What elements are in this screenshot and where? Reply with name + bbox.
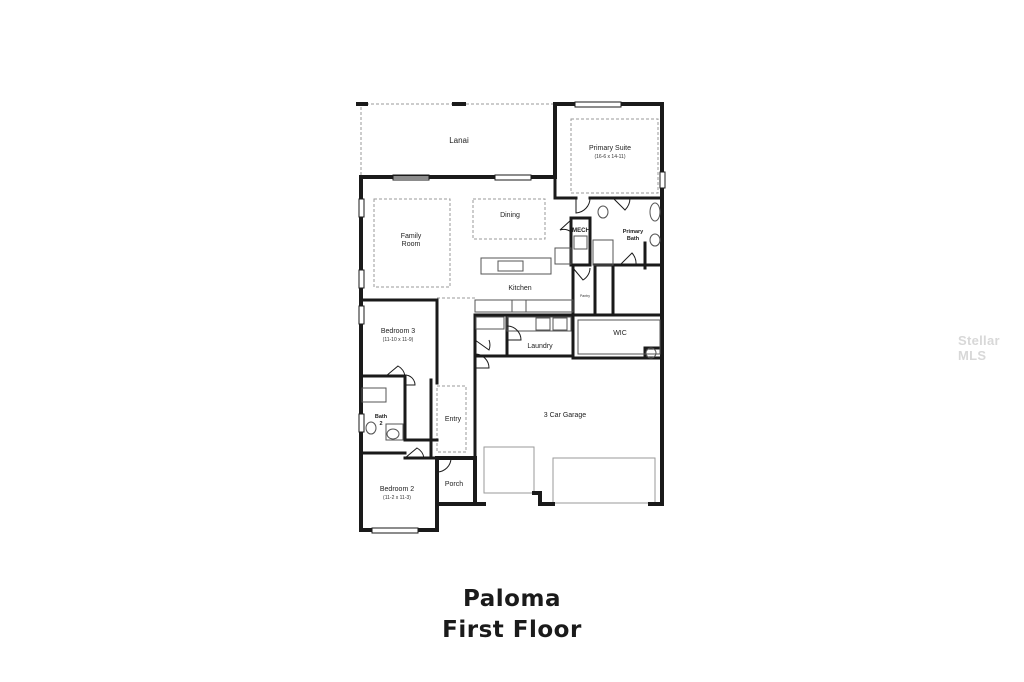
label-bedroom2: Bedroom 2 <box>380 486 414 493</box>
door-primary-suite <box>575 197 591 214</box>
window-bath2-west <box>358 413 365 433</box>
windows <box>358 101 666 534</box>
garage-door-double <box>552 457 656 504</box>
garage-utility-wall <box>643 346 664 360</box>
wic-wall <box>571 313 664 358</box>
range <box>511 299 527 313</box>
primary-toilet <box>597 205 609 219</box>
door-pantry <box>572 267 591 281</box>
plan-name: Paloma <box>463 586 561 612</box>
door-mech <box>559 219 572 233</box>
bedroom3-wall <box>359 298 439 385</box>
primary-tub <box>649 202 661 222</box>
kitchen-counter <box>474 299 574 313</box>
family-room-ceiling-outline <box>373 198 451 288</box>
hall-closet <box>475 316 505 330</box>
label-primary-bath-2: Bath <box>627 236 640 242</box>
label-laundry: Laundry <box>527 343 553 350</box>
kitchen-sink <box>497 260 524 272</box>
washer <box>535 317 551 331</box>
door-primary-bath <box>612 197 631 211</box>
window-dining-north <box>494 174 532 181</box>
window-primary-north <box>574 101 622 108</box>
bathtub <box>361 387 387 403</box>
door-swings <box>385 197 637 473</box>
window-primary-east <box>659 171 666 189</box>
room-labels: Lanai Primary Suite (16-6 x 14-11) Famil… <box>375 136 644 501</box>
door-entry <box>474 339 491 351</box>
garage-north-wall <box>473 354 664 360</box>
door-bedroom3 <box>385 365 406 377</box>
window-lanai-slider <box>392 175 430 179</box>
wic-inner-wall <box>593 263 615 317</box>
dryer <box>552 317 568 331</box>
label-porch: Porch <box>445 481 463 488</box>
primary-sink <box>649 233 661 247</box>
label-family-room-1: Family <box>401 233 422 240</box>
label-primary-suite-dims: (16-6 x 14-11) <box>594 154 625 160</box>
primary-shower <box>592 239 614 266</box>
watermark: Stellar MLS <box>958 333 1000 363</box>
entry-ceiling-outline <box>436 385 467 453</box>
door-primary-wic <box>619 252 637 266</box>
label-bath2-2: 2 <box>379 421 382 427</box>
garage-water-heater <box>645 347 657 359</box>
wic-shelves <box>577 319 661 355</box>
window-bed2-south <box>371 527 419 534</box>
label-entry: Entry <box>445 416 462 423</box>
label-dining: Dining <box>500 212 520 219</box>
door-bath2 <box>404 374 416 386</box>
label-bedroom3-dims: (11-10 x 11-9) <box>383 337 414 343</box>
label-bedroom3: Bedroom 3 <box>381 328 415 335</box>
window-bed3-west <box>358 305 365 325</box>
kitchen-island <box>480 257 552 275</box>
primary-suite-ceiling-outline <box>570 118 659 194</box>
label-bath2-1: Bath <box>375 414 388 420</box>
label-lanai: Lanai <box>449 136 469 145</box>
label-pantry: Pantry <box>580 294 590 298</box>
door-garage-entry <box>474 353 490 369</box>
bath2-wall <box>403 374 439 442</box>
fixtures <box>361 202 661 441</box>
label-primary-suite: Primary Suite <box>589 145 631 152</box>
toilet-bath2 <box>365 421 377 435</box>
label-mech: MECH <box>572 228 590 234</box>
exterior-wall-west <box>359 175 477 532</box>
sink-bath2 <box>386 428 400 440</box>
dining-ceiling-outline <box>472 198 546 240</box>
refrigerator <box>554 247 572 265</box>
door-bedroom2 <box>404 447 425 459</box>
door-laundry <box>506 325 522 341</box>
label-bedroom2-dims: (11-2 x 11-3) <box>383 495 411 501</box>
garage-front-pier-left <box>532 491 555 506</box>
bath2-vanity <box>385 423 404 441</box>
garage-doors <box>483 446 656 504</box>
water-heater <box>573 235 588 250</box>
window-family-west-1 <box>358 198 365 218</box>
door-front <box>436 457 452 473</box>
exterior-wall-garage <box>473 456 486 506</box>
label-kitchen: Kitchen <box>508 285 531 292</box>
plan-floor: First Floor <box>442 617 582 643</box>
window-family-west-2 <box>358 269 365 289</box>
primary-suite-south-wall <box>553 175 578 200</box>
garage-door-single <box>483 446 535 494</box>
label-family-room-2: Room <box>402 241 421 248</box>
label-garage: 3 Car Garage <box>544 412 587 419</box>
laundry-counter <box>506 316 572 332</box>
label-wic: WIC <box>613 330 627 337</box>
label-primary-bath-1: Primary <box>623 229 644 235</box>
